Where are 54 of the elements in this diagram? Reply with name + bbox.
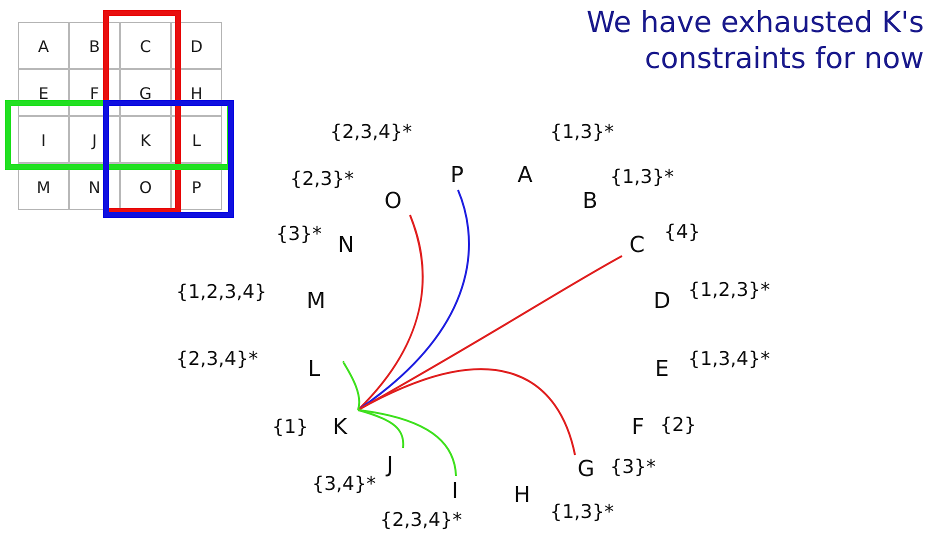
variable-label: A <box>512 162 538 190</box>
domain-label: {4} <box>664 220 700 244</box>
variable-label: D <box>649 288 675 316</box>
domain-label: {2} <box>660 413 696 437</box>
domain-label: {1,3,4}* <box>688 347 770 371</box>
domain-label: {1,3}* <box>550 120 614 144</box>
grid-cell: A <box>18 22 69 69</box>
variable-label: J <box>377 452 403 480</box>
variable-label: K <box>327 414 353 442</box>
variable-label: H <box>509 482 535 510</box>
grid-cell: G <box>120 69 171 116</box>
domain-label: {1} <box>272 415 308 439</box>
grid-cell: N <box>69 163 120 210</box>
constraint-arc <box>358 368 576 456</box>
grid-cell: M <box>18 163 69 210</box>
grid-cell: B <box>69 22 120 69</box>
constraint-arc <box>342 362 360 410</box>
variable-label: I <box>442 478 468 506</box>
grid-cell: K <box>120 116 171 163</box>
variable-label: N <box>333 232 359 260</box>
domain-label: {1,2,3,4} <box>176 280 267 304</box>
grid-cell: L <box>171 116 222 163</box>
variable-label: P <box>444 162 470 190</box>
variable-label: M <box>303 288 329 316</box>
constraint-arc <box>357 190 470 411</box>
variable-label: L <box>301 356 327 384</box>
domain-label: {2,3,4}* <box>330 120 412 144</box>
domain-label: {1,3}* <box>610 165 674 189</box>
domain-label: {2,3,4}* <box>380 508 462 532</box>
grid-cell: J <box>69 116 120 163</box>
variable-label: F <box>625 414 651 442</box>
constraint-arc <box>358 409 457 476</box>
grid-cell: O <box>120 163 171 210</box>
domain-label: {3}* <box>276 222 322 246</box>
domain-label: {1,2,3}* <box>688 278 770 302</box>
variable-label: E <box>649 356 675 384</box>
grid-cell: C <box>120 22 171 69</box>
grid-cell: E <box>18 69 69 116</box>
grid-cell: F <box>69 69 120 116</box>
domain-label: {1,3}* <box>550 500 614 524</box>
slide-title: We have exhausted K's constraints for now <box>586 4 924 76</box>
variable-label: O <box>380 188 406 216</box>
constraint-arc <box>358 409 404 448</box>
domain-label: {2,3}* <box>290 167 354 191</box>
domain-label: {3}* <box>610 455 656 479</box>
grid-cell: H <box>171 69 222 116</box>
grid-cell: D <box>171 22 222 69</box>
grid-cell: P <box>171 163 222 210</box>
grid-cell: I <box>18 116 69 163</box>
domain-label: {2,3,4}* <box>176 347 258 371</box>
variable-label: G <box>573 456 599 484</box>
variable-label: C <box>624 232 650 260</box>
variable-label: B <box>577 188 603 216</box>
domain-label: {3,4}* <box>312 472 376 496</box>
